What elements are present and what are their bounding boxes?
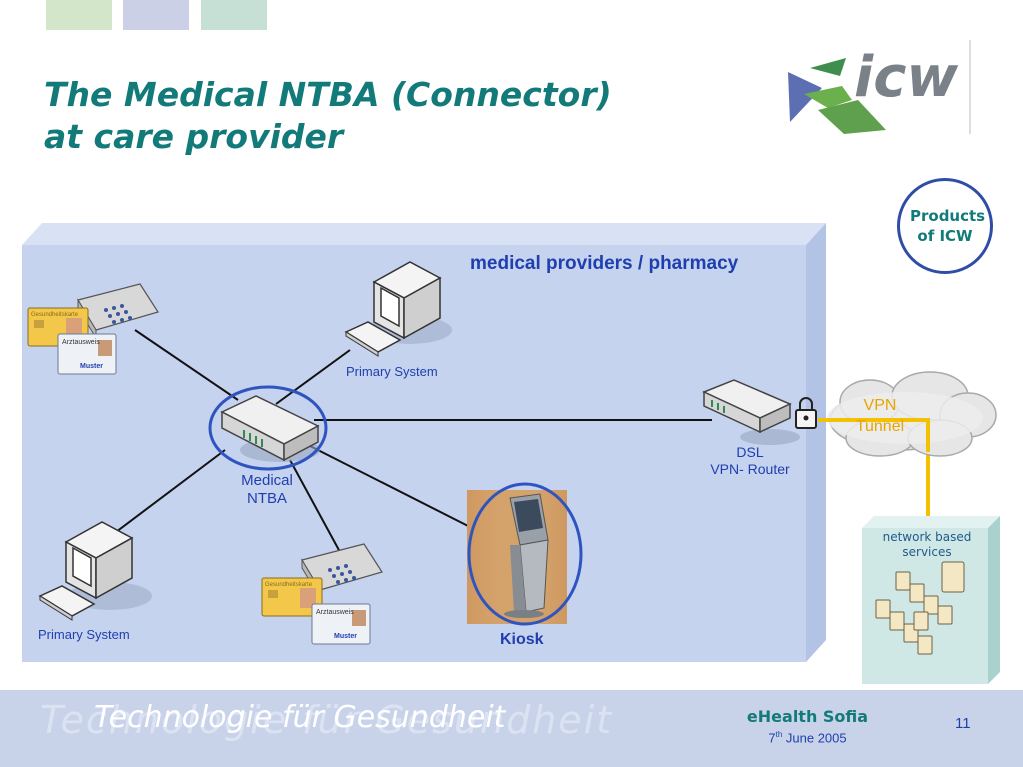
products-badge: Products of ICW bbox=[897, 178, 993, 274]
svg-text:Gesundheitskarte: Gesundheitskarte bbox=[265, 582, 313, 588]
ntba-label-text: Medical NTBA bbox=[241, 472, 293, 507]
computer-icon-top bbox=[344, 261, 452, 357]
health-card-icon-bottom: Gesundheitskarte bbox=[261, 577, 323, 617]
dsl-router-icon bbox=[702, 379, 800, 445]
title-line-2: at care provider bbox=[44, 117, 344, 156]
vpn-label-line-2: Tunnel bbox=[855, 418, 905, 435]
footer-tagline-ghost: Technologie für Gesundheit bbox=[40, 698, 614, 742]
products-badge-label: Products of ICW bbox=[910, 207, 986, 245]
link-primary-top bbox=[275, 349, 351, 405]
decor-square-lavender bbox=[123, 0, 189, 30]
decor-square-teal bbox=[201, 0, 267, 30]
icw-logo: icw bbox=[788, 40, 971, 134]
link-cardreader-bottom bbox=[289, 459, 341, 553]
decor-square-green bbox=[46, 0, 112, 30]
svg-text:Gesundheitskarte: Gesundheitskarte bbox=[31, 312, 79, 318]
ntba-highlight bbox=[208, 385, 328, 471]
id-card-icon-bottom: Arztausweis Muster bbox=[311, 603, 371, 645]
dsl-router-label: DSL VPN- Router bbox=[690, 444, 810, 478]
zone-box-side bbox=[806, 223, 826, 662]
ntba-router-icon bbox=[220, 395, 320, 462]
vpn-label-line-1: VPN bbox=[863, 397, 897, 414]
svg-text:Muster: Muster bbox=[334, 633, 357, 640]
dsl-label-line-1: DSL bbox=[736, 444, 764, 460]
date-suffix: th bbox=[775, 730, 783, 739]
services-box-side bbox=[988, 516, 1000, 684]
title-line-1: The Medical NTBA (Connector) bbox=[44, 75, 612, 114]
kiosk-image bbox=[467, 490, 567, 624]
services-label: network based services bbox=[882, 530, 972, 559]
computer-icon-bottom bbox=[38, 521, 152, 621]
lock-icon bbox=[795, 397, 817, 429]
footer-tagline: Technologie für Gesundheit bbox=[94, 700, 506, 735]
primary-system-label-top: Primary System bbox=[346, 364, 438, 379]
id-card-icon-top: Arztausweis Muster bbox=[57, 333, 117, 375]
health-card-icon-top: Gesundheitskarte bbox=[27, 307, 89, 347]
footer-bar bbox=[0, 690, 1023, 767]
svg-text:Muster: Muster bbox=[80, 363, 103, 370]
services-box-top bbox=[862, 516, 1000, 528]
link-primary-bottom bbox=[111, 449, 226, 536]
link-cardreader-top bbox=[134, 329, 239, 401]
svg-text:Arztausweis: Arztausweis bbox=[316, 609, 354, 616]
vpn-tunnel-label: VPN Tunnel bbox=[842, 395, 918, 437]
page-number: 11 bbox=[955, 715, 971, 732]
event-name: eHealth Sofia bbox=[746, 707, 869, 726]
zone-label: medical providers / pharmacy bbox=[470, 253, 739, 274]
ntba-label: Medical NTBA bbox=[222, 472, 312, 508]
server-cluster-icon bbox=[875, 561, 965, 655]
primary-system-label-bottom: Primary System bbox=[38, 627, 130, 642]
svg-text:Arztausweis: Arztausweis bbox=[62, 339, 100, 346]
kiosk-highlight bbox=[467, 482, 583, 626]
date-rest: June 2005 bbox=[782, 730, 847, 746]
zone-box-top bbox=[22, 223, 826, 245]
event-date: 7th June 2005 bbox=[720, 730, 895, 745]
dsl-label-line-2: VPN- Router bbox=[710, 461, 790, 477]
slide-title: The Medical NTBA (Connector) at care pro… bbox=[44, 74, 664, 158]
date-day: 7 bbox=[768, 730, 776, 746]
link-kiosk bbox=[309, 445, 477, 531]
logo-wordmark: icw bbox=[854, 45, 958, 110]
kiosk-label: Kiosk bbox=[500, 631, 544, 648]
